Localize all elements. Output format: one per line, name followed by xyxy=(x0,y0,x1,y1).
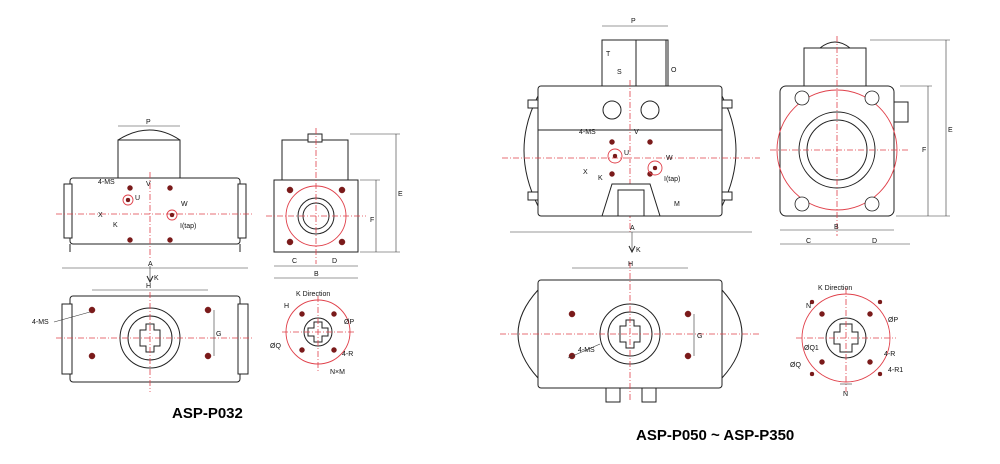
large-front-view: P T S O 4-MS V U X W K xyxy=(502,18,760,254)
large-d-label: D xyxy=(872,238,877,245)
large-w-label: W xyxy=(666,155,673,162)
large-s-label: S xyxy=(617,69,622,76)
large-bottom-view: H G 4-MS xyxy=(500,261,760,403)
dim-d-label: D xyxy=(332,258,337,265)
large-e-label: E xyxy=(948,127,953,134)
dim-b-label: B xyxy=(314,271,319,278)
dim-h-label: H xyxy=(146,283,151,290)
large-k-label: K xyxy=(598,175,603,182)
large-o-label: O xyxy=(671,67,677,74)
dim-e-label: E xyxy=(398,191,403,198)
large-t-label: T xyxy=(606,51,611,58)
large-k-r-label: 4-R xyxy=(884,351,895,358)
dim-u-label: U xyxy=(135,195,140,202)
small-bottom-view: H G 4-MS xyxy=(32,283,254,392)
large-k-q1-label: ØQ1 xyxy=(804,345,819,352)
large-bottom-ms-label: 4-MS xyxy=(578,347,595,354)
large-side-view: E F C D B xyxy=(770,36,953,245)
large-tap-label: I(tap) xyxy=(664,176,680,183)
small-ms-label: 4-MS xyxy=(98,179,115,186)
small-bottom-ms-label: 4-MS xyxy=(32,319,49,326)
large-v-label: V xyxy=(634,129,639,136)
large-k-title: K Direction xyxy=(818,285,852,292)
large-g-label: G xyxy=(697,333,702,340)
dim-a-label: A xyxy=(148,261,153,268)
large-k-arrow: K xyxy=(636,247,641,254)
large-k-n-bottom: N xyxy=(843,391,848,398)
large-a-label: A xyxy=(630,225,635,232)
small-k-r-label: 4-R xyxy=(342,351,353,358)
dim-x-label: X xyxy=(98,212,103,219)
large-k-q-label: ØQ xyxy=(790,362,801,369)
large-ms-label: 4-MS xyxy=(579,129,596,136)
large-x-label: X xyxy=(583,169,588,176)
small-k-direction: K Direction H ØQ 4-R ØP N×M xyxy=(270,291,356,376)
large-caption: ASP-P050 ~ ASP-P350 xyxy=(636,427,794,444)
large-k-r1-label: 4-R1 xyxy=(888,367,903,374)
large-u-label: U xyxy=(624,150,629,157)
small-k-p-label: ØP xyxy=(344,319,354,326)
small-k-q-label: ØQ xyxy=(270,343,281,350)
large-c-label: C xyxy=(806,238,811,245)
dim-k-label: K xyxy=(113,222,118,229)
k-arrow-label: K xyxy=(154,275,159,282)
tap-label: I(tap) xyxy=(180,223,196,230)
large-k-p-label: ØP xyxy=(888,317,898,324)
large-h-label: H xyxy=(628,261,633,268)
small-k-h-label: H xyxy=(284,303,289,310)
large-k-direction: K Direction N ØQ1 ØQ 4-R 4-R1 ØP N xyxy=(790,285,903,398)
large-k-n-top: N xyxy=(806,303,811,310)
small-k-title: K Direction xyxy=(296,291,330,298)
dim-w-label: W xyxy=(181,201,188,208)
small-k-nm-label: N×M xyxy=(330,369,345,376)
large-m-label: M xyxy=(674,201,680,208)
large-p-label: P xyxy=(631,18,636,25)
dim-g-label: G xyxy=(216,331,221,338)
large-f-label: F xyxy=(922,147,926,154)
small-front-view: P A 4-MS V U X W K I(tap) K xyxy=(56,119,254,284)
dim-f-label: F xyxy=(370,217,374,224)
small-side-view: E F C D B xyxy=(266,128,403,279)
small-caption: ASP-P032 xyxy=(172,405,243,422)
dim-c-label: C xyxy=(292,258,297,265)
large-b-label: B xyxy=(834,224,839,231)
dim-p-label: P xyxy=(146,119,151,126)
dim-v-label: V xyxy=(146,181,151,188)
